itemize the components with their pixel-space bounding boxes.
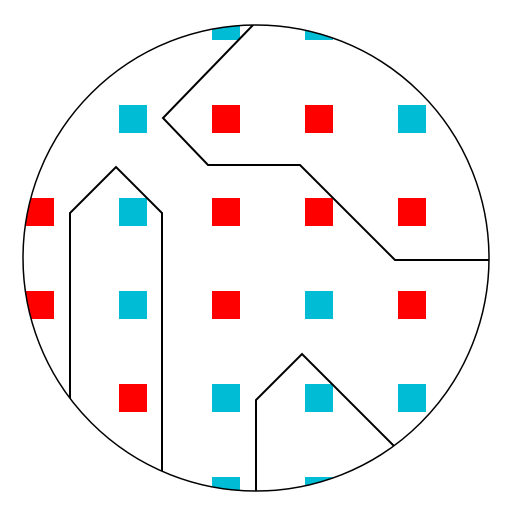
cyan-square: [119, 291, 147, 319]
red-square: [26, 198, 54, 226]
cyan-square: [305, 384, 333, 412]
cyan-square: [398, 105, 426, 133]
lower-boundary-line: [255, 352, 396, 491]
cyan-square: [305, 25, 333, 40]
cyan-square: [491, 12, 512, 40]
red-square: [398, 198, 426, 226]
cyan-square: [212, 477, 240, 491]
cyan-square: [119, 105, 147, 133]
cyan-square: [212, 25, 240, 40]
cyan-square: [305, 291, 333, 319]
red-square: [26, 25, 54, 40]
upper-boundary-line: [161, 25, 489, 261]
cyan-square: [119, 198, 147, 226]
cyan-square: [398, 477, 426, 491]
cyan-square: [398, 384, 426, 412]
red-square: [26, 291, 54, 319]
red-square: [305, 105, 333, 133]
cyan-square: [491, 477, 512, 505]
red-square: [26, 105, 54, 133]
boundary-lines: [69, 25, 489, 491]
cyan-square: [26, 477, 54, 491]
circular-frame: [22, 24, 490, 492]
red-square: [398, 291, 426, 319]
cyan-square: [491, 384, 512, 412]
cyan-square: [491, 105, 512, 133]
red-square: [212, 198, 240, 226]
red-square: [305, 198, 333, 226]
left-boundary-line: [69, 165, 163, 491]
cyan-square: [119, 25, 147, 40]
cyan-square: [305, 477, 333, 491]
red-square: [119, 477, 147, 491]
red-square: [119, 384, 147, 412]
cyan-square: [398, 25, 426, 40]
cyan-square: [212, 384, 240, 412]
red-square: [212, 105, 240, 133]
red-square: [212, 291, 240, 319]
cyan-square: [491, 291, 512, 319]
cyan-square: [26, 384, 54, 412]
red-square: [491, 198, 512, 226]
